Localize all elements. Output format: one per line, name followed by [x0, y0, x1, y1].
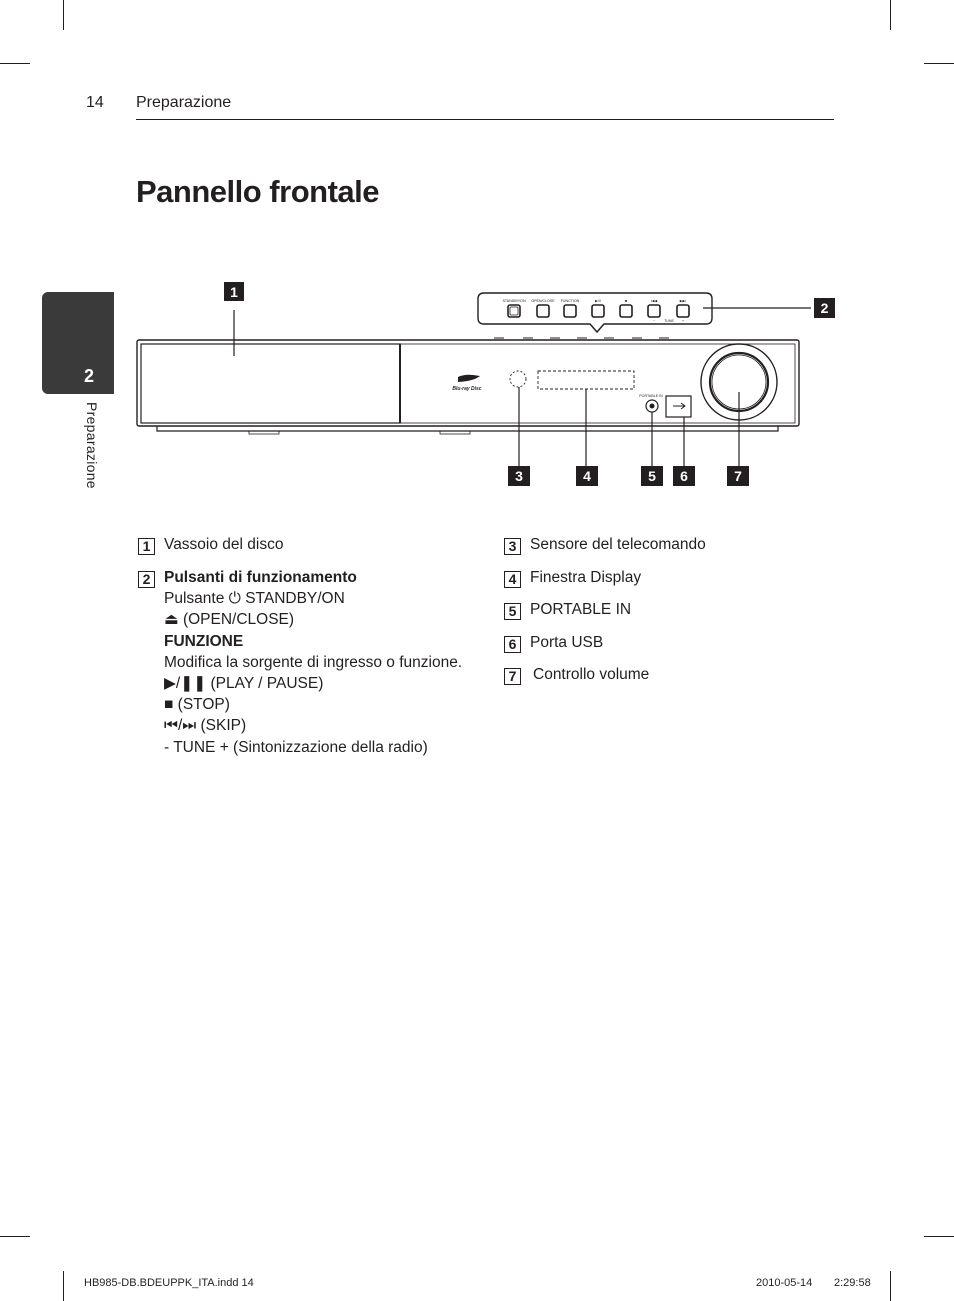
- legend-item-3: Sensore del telecomando: [530, 536, 706, 553]
- callout-2: 2: [821, 300, 829, 316]
- legend-item-2-line: ■ (STOP): [164, 696, 230, 714]
- callout-4: 4: [583, 468, 591, 484]
- legend-item-2-line: - TUNE + (Sintonizzazione della radio): [164, 738, 428, 756]
- legend-item-6: Porta USB: [530, 634, 604, 651]
- chapter-tab: [42, 292, 114, 394]
- footer-date: 2010-05-14: [756, 1277, 813, 1289]
- unit-body: [136, 339, 800, 427]
- legend-badge-6: 6: [504, 636, 521, 653]
- label-portable: PORTABLE IN: [639, 394, 663, 398]
- legend-badge-3: 3: [504, 538, 521, 555]
- label-tune: TUNE: [664, 319, 674, 323]
- page-number: 14: [86, 94, 104, 111]
- legend-item-2-line: ▶/❚❚ (PLAY / PAUSE): [164, 675, 324, 693]
- label-skip-back: I◀◀: [651, 299, 659, 303]
- legend-item-2-line: ⏏ (OPEN/CLOSE): [164, 611, 295, 629]
- callout-3: 3: [515, 468, 523, 484]
- legend-badge-1: 1: [138, 538, 155, 555]
- usb-port: [665, 395, 692, 418]
- crop-mark: [63, 1271, 64, 1301]
- legend-badge-2: 2: [138, 571, 155, 588]
- callout-5: 5: [648, 468, 656, 484]
- crop-mark: [0, 1236, 30, 1237]
- crop-mark: [890, 1271, 891, 1301]
- page-title: Pannello frontale: [136, 174, 379, 209]
- callout-1: 1: [230, 284, 238, 300]
- legend-item-7: Controllo volume: [533, 666, 650, 683]
- legend-item-2-line: FUNZIONE: [164, 632, 244, 650]
- chapter-tab-number: 2: [84, 366, 95, 386]
- label-playpause: ▶/II: [595, 299, 601, 303]
- header-rule: [136, 119, 834, 120]
- callout-6: 6: [680, 468, 688, 484]
- label-tune-minus: −: [653, 319, 655, 323]
- legend-item-5: PORTABLE IN: [530, 601, 632, 618]
- crop-mark: [924, 1236, 954, 1237]
- legend-item-2-title: Pulsanti di funzionamento: [164, 569, 357, 586]
- legend-badge-5: 5: [504, 603, 521, 620]
- crop-mark: [924, 63, 954, 64]
- label-openclose: OPEN/CLOSE: [531, 299, 555, 303]
- legend-item-1: Vassoio del disco: [164, 536, 284, 553]
- crop-mark: [0, 63, 30, 64]
- crop-mark: [890, 0, 891, 30]
- footer-time: 2:29:58: [834, 1277, 871, 1289]
- legend-badge-4: 4: [504, 571, 521, 588]
- display-window: [537, 370, 635, 390]
- legend-item-2: Pulsanti di funzionamento Pulsante ⏻ STA…: [164, 567, 462, 758]
- footer-filename: HB985-DB.BDEUPPK_ITA.indd 14: [84, 1277, 254, 1289]
- bluray-logo: Blu-ray Disc: [452, 386, 481, 392]
- button-panel: [477, 292, 713, 334]
- legend-item-4: Finestra Display: [530, 569, 642, 586]
- running-head: Preparazione: [136, 94, 232, 111]
- label-standby: STANDBY/ON: [502, 299, 526, 303]
- callout-7: 7: [734, 468, 742, 484]
- legend-item-2-line: Pulsante ⏻ STANDBY/ON: [164, 590, 345, 608]
- crop-mark: [63, 0, 64, 30]
- disc-tray: [140, 343, 401, 424]
- label-stop: ■: [625, 299, 627, 303]
- chapter-tab-label: Preparazione: [84, 402, 100, 489]
- remote-sensor: [509, 370, 527, 388]
- label-function: FUNCTION: [561, 299, 580, 303]
- legend-badge-7: 7: [504, 668, 521, 685]
- label-tune-plus: +: [682, 319, 684, 323]
- label-skip-fwd: ▶▶I: [680, 299, 687, 303]
- legend-item-2-line: ⏮/⏭ (SKIP): [164, 717, 247, 735]
- legend-item-2-line: Modifica la sorgente di ingresso o funzi…: [164, 653, 463, 671]
